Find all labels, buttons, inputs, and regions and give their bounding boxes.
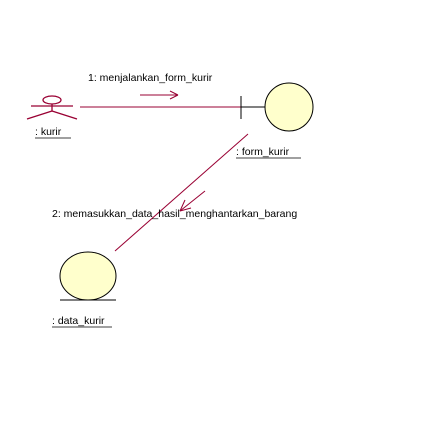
entity-name[interactable]: : data_kurir bbox=[52, 315, 105, 327]
actor-icon[interactable] bbox=[26, 95, 78, 120]
link-boundary-entity bbox=[114, 133, 249, 252]
message-2-arrow bbox=[179, 190, 206, 212]
boundary-icon[interactable] bbox=[240, 82, 314, 132]
boundary-name[interactable]: : form_kurir bbox=[236, 146, 290, 158]
message-1-arrow bbox=[140, 90, 179, 100]
message-2-label: 2: memasukkan_data_hasil_menghantarkan_b… bbox=[52, 208, 297, 220]
message-1-label: 1: menjalankan_form_kurir bbox=[88, 72, 213, 84]
actor-name[interactable]: : kurir bbox=[35, 126, 62, 138]
entity-icon[interactable] bbox=[59, 251, 117, 301]
